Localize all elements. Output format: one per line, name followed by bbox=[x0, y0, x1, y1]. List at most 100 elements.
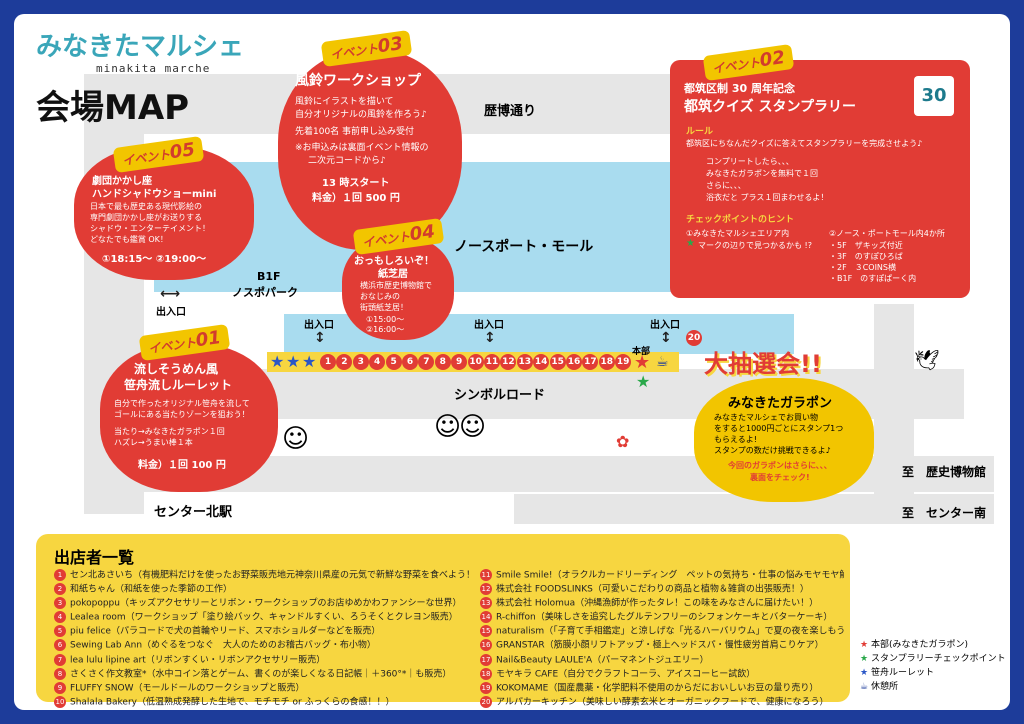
event02-hint: ②ノース・ポートモール内4か所 bbox=[829, 229, 945, 238]
vendor-text: モヤキラ CAFE（自分でクラフトコーラ、アイスコーヒー試飲） bbox=[496, 669, 756, 680]
lottery-body: もらえるよ! bbox=[714, 435, 757, 444]
vendor-number: 6 bbox=[54, 639, 66, 652]
vendor-text: Sewing Lab Ann（めぐるをつなぐ 大人のためのお稽古バッグ・布小物） bbox=[70, 640, 376, 651]
entrance-label: 出入口 bbox=[304, 320, 334, 331]
map-title: 会場MAP bbox=[36, 88, 190, 128]
event01-bubble bbox=[100, 344, 278, 492]
vendor-item: 2 和紙ちゃん（和紙を使った季節の工作） bbox=[54, 583, 474, 597]
legend-item: ★ スタンプラリーチェックポイント bbox=[860, 654, 1006, 664]
honbu-star-icon: ★ bbox=[860, 640, 869, 650]
event02-hint: ・B1F のすぽぱーく内 bbox=[829, 274, 917, 283]
event03-title: 風鈴ワークショップ bbox=[295, 73, 421, 89]
roulette-star-icon: ★ bbox=[286, 352, 301, 371]
checkpoint-star-icon: ★ bbox=[636, 372, 651, 391]
vendor-number: 7 bbox=[54, 653, 66, 666]
event02-hint: ・3F のすぽひろば bbox=[829, 252, 903, 261]
vendor-number: 9 bbox=[54, 681, 66, 694]
roulette-star-icon: ★ bbox=[860, 668, 869, 678]
vendor-item: 6 Sewing Lab Ann（めぐるをつなぐ 大人のためのお稽古バッグ・布小物… bbox=[54, 639, 474, 653]
label-rekihaku: 歴博通り bbox=[484, 104, 537, 119]
event01-title: 笹舟流しルーレット bbox=[124, 378, 233, 392]
entrance-arrow: ↕ bbox=[484, 330, 496, 346]
event04-time: ②16:00～ bbox=[366, 325, 405, 334]
vendor-text: FLUFFY SNOW（モールドールのワークショップと販売） bbox=[70, 683, 305, 694]
vendor-text: Lealea room（ワークショップ「塗り絵バック、キャンドルすくい、ろうそく… bbox=[70, 612, 458, 623]
vendor-number: 13 bbox=[480, 597, 492, 610]
brand-subtitle: minakita marche bbox=[96, 62, 211, 75]
stall-number: 4 bbox=[369, 354, 386, 370]
vendor-text: アルパカーキッチン（美味しい酵素玄米とオーガニックフードで、健康になろう） bbox=[496, 697, 829, 708]
event01-fee: 料金）１回 100 円 bbox=[138, 460, 226, 471]
event03-bubble bbox=[278, 50, 462, 250]
stall-number-20: 20 bbox=[686, 330, 702, 346]
event02-hint: マークの辺りで見つかるかも !? bbox=[698, 241, 812, 250]
vendor-number: 17 bbox=[480, 653, 492, 666]
stall-number: 6 bbox=[402, 354, 418, 370]
stall-number: 9 bbox=[451, 354, 468, 370]
label-b1f: B1F bbox=[257, 270, 281, 283]
lottery-name: みなきたガラポン bbox=[728, 396, 833, 411]
event02-line: みなきたガラポンを無料で１回 bbox=[706, 169, 818, 178]
vendor-number: 2 bbox=[54, 583, 66, 596]
event02-rule-label: ルール bbox=[686, 127, 714, 137]
event02-hint: ・2F ３COINS横 bbox=[829, 263, 896, 272]
event02-line: さらに、、、 bbox=[706, 181, 746, 190]
event05-body: 専門劇団かかし座がお送りする bbox=[90, 213, 202, 222]
vendors-title: 出店者一覧 bbox=[54, 548, 135, 567]
label-to-museum: 至 歴史博物館 bbox=[902, 465, 987, 479]
lottery-body: をすると1000円ごとにスタンプ1つ bbox=[714, 424, 844, 433]
event04-title: 紙芝居 bbox=[378, 269, 408, 280]
honbu-star-icon: ★ bbox=[634, 352, 651, 373]
stall-number: 17 bbox=[582, 354, 599, 370]
stall-number: 15 bbox=[549, 354, 566, 370]
event03-body: ※お申込みは裏面イベント情報の bbox=[295, 143, 429, 153]
map-sheet: みなきたマルシェ minakita marche 会場MAP 歴博通り ノースポ… bbox=[14, 14, 1010, 710]
event02-hint-label: チェックポイントのヒント bbox=[686, 215, 795, 225]
legend: ★ 本部(みなきたガラポン) ★ スタンプラリーチェックポイント ★ 笹舟ルーレ… bbox=[860, 638, 1006, 694]
legend-item: ★ 本部(みなきたガラポン) bbox=[860, 640, 968, 650]
entrance-label: 出入口 bbox=[650, 320, 680, 331]
event01-title: 流しそうめん風 bbox=[134, 362, 219, 376]
event04-body: 横浜市歴史博物館で bbox=[360, 281, 432, 290]
legend-item: ★ 笹舟ルーレット bbox=[860, 668, 934, 678]
event02-line: コンプリートしたら、、、 bbox=[706, 157, 794, 166]
stall-number: 10 bbox=[467, 354, 484, 370]
event05-body: どなたでも鑑賞 OK！ bbox=[90, 235, 168, 244]
rest-cup-icon: ☕ bbox=[656, 354, 669, 370]
vendor-number: 5 bbox=[54, 625, 66, 638]
entrance-arrow: ↕ bbox=[660, 330, 672, 346]
brand-title: みなきたマルシェ bbox=[36, 32, 245, 62]
vendors-panel bbox=[36, 534, 850, 702]
lottery-note: 今回のガラポンはさらに、、、 bbox=[728, 461, 832, 470]
label-to-center-south: 至 センター南 bbox=[902, 506, 987, 520]
event04-title: おっもしろいぞ！ bbox=[354, 256, 434, 267]
event03-time: 13 時スタート bbox=[322, 178, 390, 189]
vendor-text: セン北あさいち（有機肥料だけを使ったお野菜販売地元神奈川県産の元気で新鮮な野菜を… bbox=[70, 570, 474, 581]
roulette-star-icon: ★ bbox=[302, 352, 317, 371]
vendor-text: 和紙ちゃん（和紙を使った季節の工作） bbox=[70, 584, 233, 595]
event02-hint: ・5F ザキッズ付近 bbox=[829, 241, 903, 250]
bird-icon: 🕊 bbox=[914, 348, 940, 372]
vendor-number: 10 bbox=[54, 695, 66, 708]
stall-number: 19 bbox=[615, 354, 632, 370]
event01-body: 当たり→みなきたガラポン１回 bbox=[114, 427, 225, 436]
stall-number: 14 bbox=[533, 354, 550, 370]
stall-number: 13 bbox=[516, 354, 533, 370]
stall-number: 5 bbox=[385, 354, 402, 370]
vendor-text: piu felice（パラコードで犬の首輪やリード、スマホショルダーなどを販売） bbox=[70, 626, 381, 637]
event02-hint: ①みなきたマルシェエリア内 bbox=[686, 229, 790, 238]
vendor-text: naturalism（「子育て手相鑑定」と涼しげな「光るハーバリウム」で夏の夜を… bbox=[496, 626, 844, 637]
event05-body: シャドウ・エンターテイメント！ bbox=[90, 224, 210, 233]
event05-title: ハンドシャドウショーmini bbox=[92, 189, 217, 200]
